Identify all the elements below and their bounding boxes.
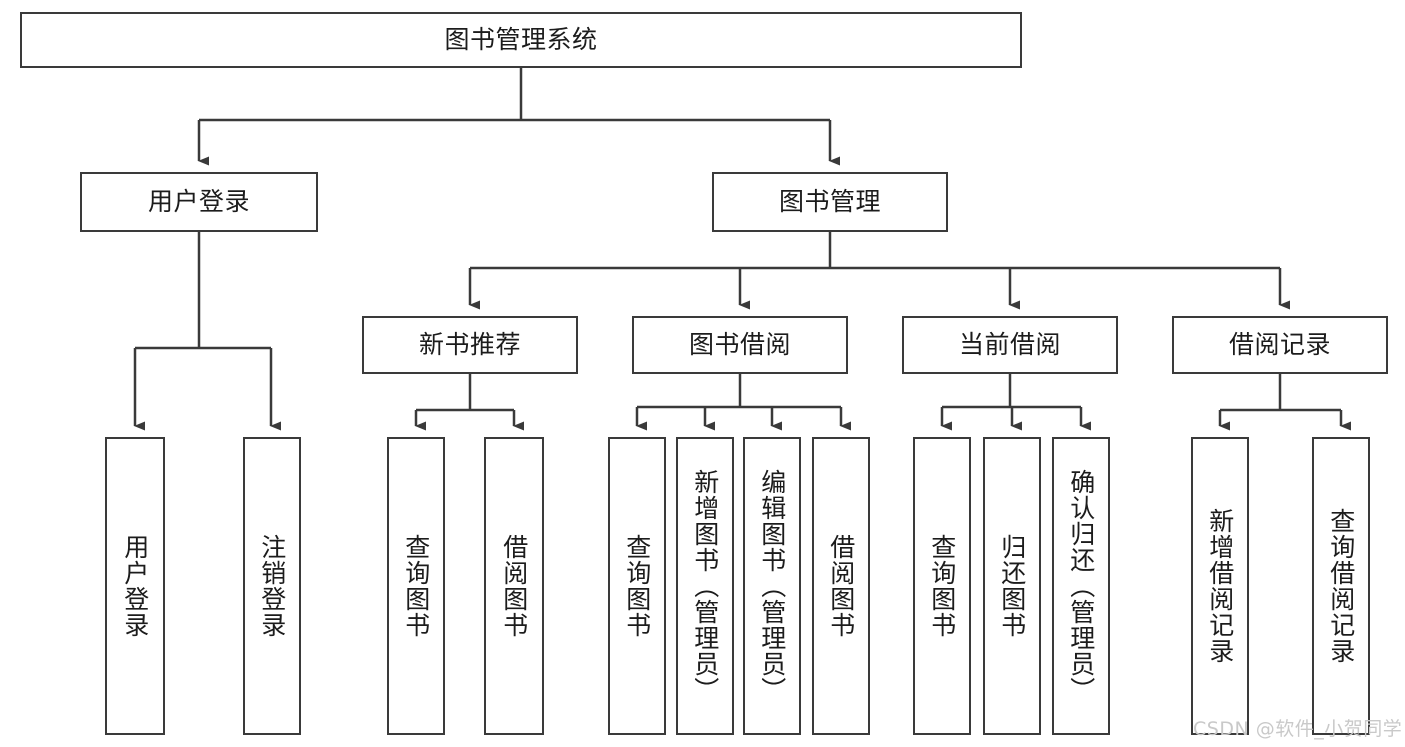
- node-borrow-record[interactable]: 借阅记录: [1172, 316, 1388, 374]
- leaf-borrow-book-newbook[interactable]: 借阅图书: [484, 437, 544, 735]
- node-book-management[interactable]: 图书管理: [712, 172, 948, 232]
- leaf-return-book[interactable]: 归还图书: [983, 437, 1041, 735]
- node-new-book-recommend[interactable]: 新书推荐: [362, 316, 578, 374]
- leaf-add-borrow-record[interactable]: 新增借阅记录: [1191, 437, 1249, 735]
- leaf-query-book-borrow[interactable]: 查询图书: [608, 437, 666, 735]
- leaf-borrow-book[interactable]: 借阅图书: [812, 437, 870, 735]
- leaf-query-borrow-record[interactable]: 查询借阅记录: [1312, 437, 1370, 735]
- leaf-query-book-newbook[interactable]: 查询图书: [387, 437, 445, 735]
- node-current-borrow[interactable]: 当前借阅: [902, 316, 1118, 374]
- leaf-logout[interactable]: 注销登录: [243, 437, 301, 735]
- node-user-login[interactable]: 用户登录: [80, 172, 318, 232]
- leaf-user-login[interactable]: 用户登录: [105, 437, 165, 735]
- node-root[interactable]: 图书管理系统: [20, 12, 1022, 68]
- leaf-edit-book-admin[interactable]: 编辑图书（管理员）: [743, 437, 801, 735]
- leaf-add-book-admin[interactable]: 新增图书（管理员）: [676, 437, 734, 735]
- leaf-confirm-return-admin[interactable]: 确认归还（管理员）: [1052, 437, 1110, 735]
- leaf-query-book-current[interactable]: 查询图书: [913, 437, 971, 735]
- node-book-borrow[interactable]: 图书借阅: [632, 316, 848, 374]
